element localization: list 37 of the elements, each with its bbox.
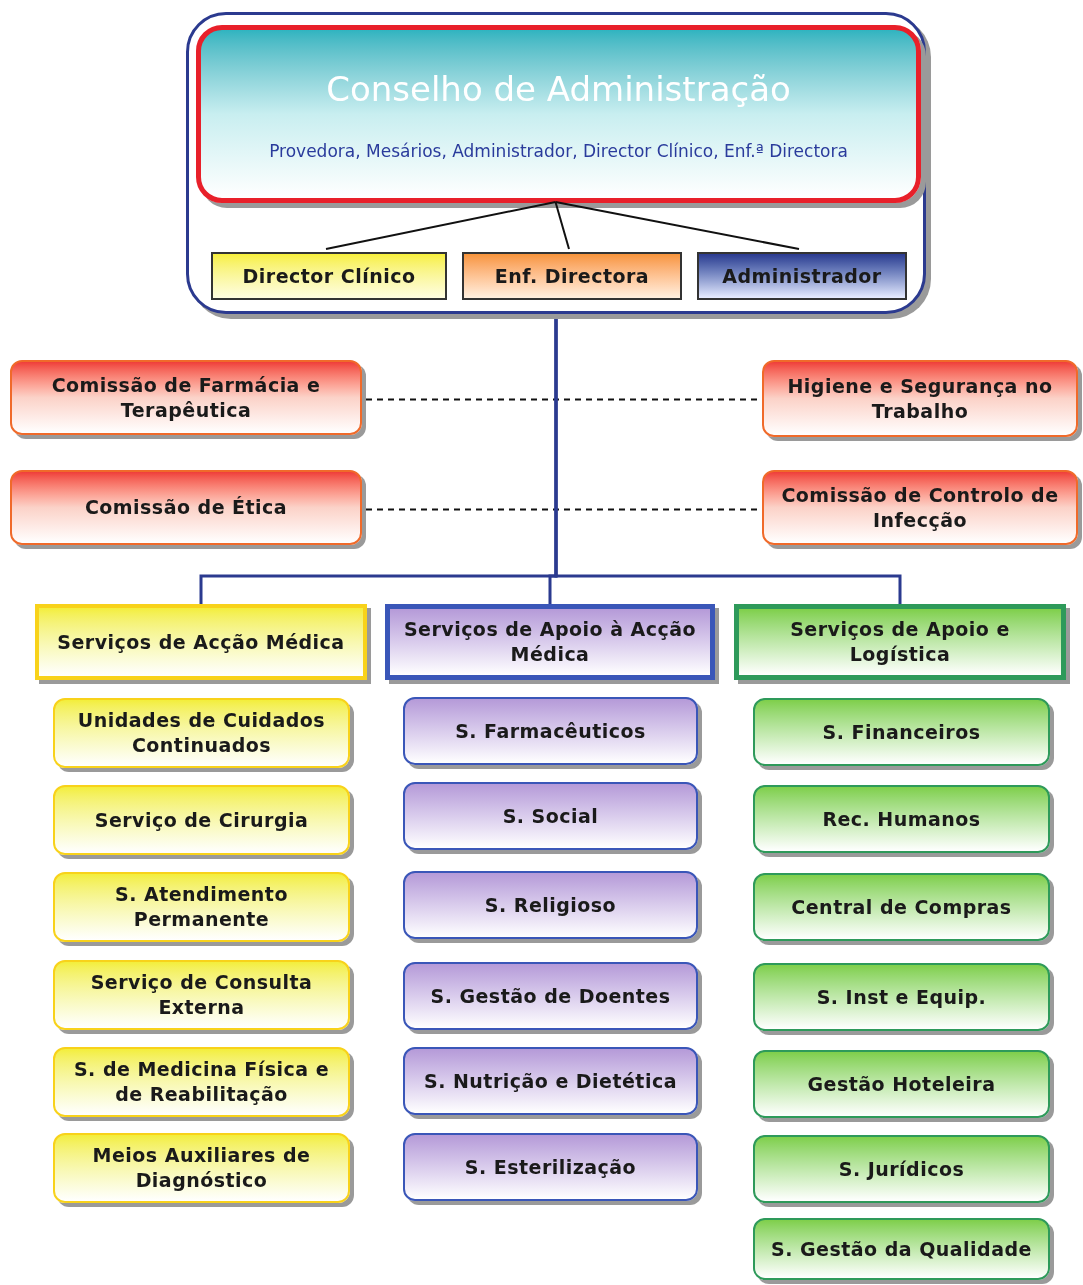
unit-box xyxy=(462,252,682,300)
board-title: Conselho de Administração xyxy=(326,67,791,111)
unit-label: Higiene e Segurança no Trabalho xyxy=(786,373,1054,424)
unit-label: S. Esterilização xyxy=(464,1154,637,1180)
unit-label: Rec. Humanos xyxy=(822,806,981,832)
unit-label: Gestão Hoteleira xyxy=(807,1071,996,1097)
unit-label: Comissão de Farmácia e Terapêutica xyxy=(50,372,322,423)
unit-label: S. Financeiros xyxy=(822,719,981,745)
unit-label: Director Clínico xyxy=(242,263,416,289)
connector-line xyxy=(554,201,800,250)
unit-label: Enf. Directora xyxy=(494,263,650,289)
unit-label: Comissão de Controlo de Infecção xyxy=(780,482,1060,533)
unit-label: Administrador xyxy=(722,263,882,289)
unit-label: S. Atendimento Permanente xyxy=(114,882,289,932)
unit-label: Meios Auxiliares de Diagnóstico xyxy=(91,1143,312,1193)
unit-label: S. Nutrição e Dietética xyxy=(424,1068,677,1094)
unit-label: Serviço de Consulta Externa xyxy=(89,970,314,1020)
unit-label: S. Gestão da Qualidade xyxy=(771,1236,1032,1262)
unit-label: Central de Compras xyxy=(791,894,1012,920)
unit-box xyxy=(697,252,907,300)
connector-line xyxy=(554,201,570,250)
unit-label: S. de Medicina Física e de Reabilitação xyxy=(72,1057,331,1107)
unit-label: S. Farmacêuticos xyxy=(455,718,646,744)
connector-line xyxy=(325,201,557,250)
unit-label: S. Social xyxy=(502,803,599,829)
unit-label: S. Religioso xyxy=(484,892,617,918)
unit-label: S. Jurídicos xyxy=(838,1156,965,1182)
unit-label: Unidades de Cuidados Continuados xyxy=(76,708,327,758)
unit-label: Serviços de Apoio e Logística xyxy=(789,617,1011,667)
unit-label: Serviço de Cirurgia xyxy=(94,807,309,833)
unit-label: S. Inst e Equip. xyxy=(816,984,987,1010)
board-members: Provedora, Mesários, Administrador, Director Clínico, Enf.ª Directora xyxy=(269,139,848,163)
unit-label: Serviços de Acção Médica xyxy=(57,629,345,655)
unit-label: Comissão de Ética xyxy=(84,495,288,520)
unit-label: Serviços de Apoio à Acção Médica xyxy=(402,617,698,667)
unit-box xyxy=(211,252,447,300)
unit-label: S. Gestão de Doentes xyxy=(430,983,671,1009)
